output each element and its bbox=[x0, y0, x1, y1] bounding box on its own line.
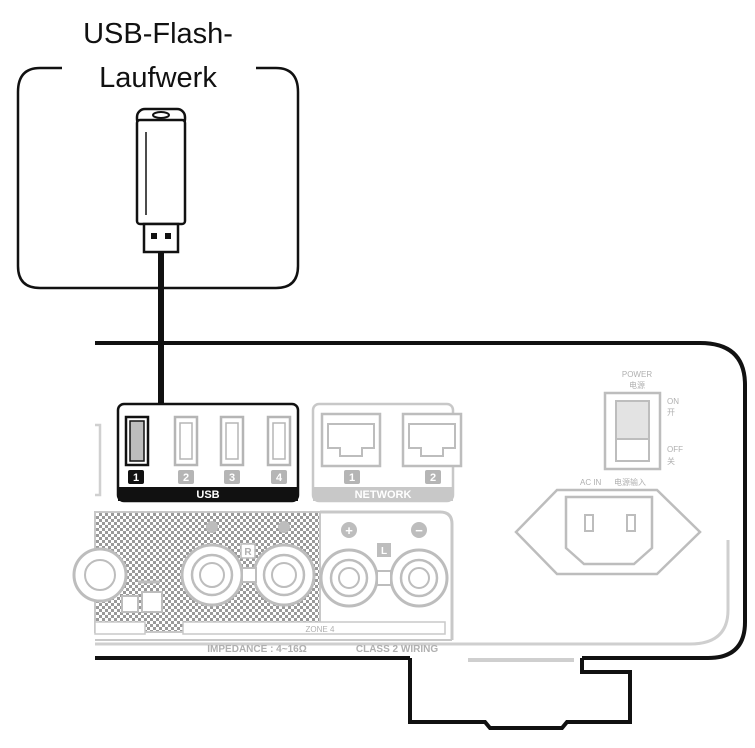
ac-power-socket[interactable] bbox=[564, 495, 654, 566]
usb-port-3-number: 3 bbox=[229, 472, 235, 484]
usb-panel: USB 1 2 3 4 bbox=[116, 402, 300, 503]
device-rear-panel bbox=[95, 341, 747, 730]
network-panel-label: NETWORK bbox=[355, 489, 412, 501]
power-switch-area: POWER 电源 ON 开 OFF 关 bbox=[603, 370, 683, 471]
impedance-label: IMPEDANCE : 4~16Ω bbox=[207, 644, 306, 655]
power-toggle-switch[interactable] bbox=[603, 391, 662, 471]
power-on-label-cn: 开 bbox=[667, 408, 675, 417]
speaker-terminal-l-minus[interactable] bbox=[389, 548, 449, 608]
power-off-label: OFF bbox=[667, 445, 683, 454]
plus-symbol: + bbox=[345, 523, 353, 538]
l-plus-indicator bbox=[341, 522, 357, 538]
r-plus-indicator bbox=[206, 521, 218, 533]
speaker-terminal-r-plus[interactable] bbox=[180, 543, 244, 607]
r-minus-indicator bbox=[278, 521, 290, 533]
speaker-terminals: ZONE 4 IMPEDANCE : 4~16Ω CLASS 2 WIRING … bbox=[72, 510, 454, 655]
usb-panel-label: USB bbox=[196, 489, 219, 501]
ac-in-label-cn: 电源输入 bbox=[614, 477, 646, 487]
network-port-1[interactable]: 1 bbox=[320, 412, 382, 484]
power-title: POWER bbox=[622, 370, 652, 379]
usb-port-1[interactable]: 1 bbox=[124, 415, 150, 484]
network-port-2-number: 2 bbox=[430, 472, 436, 484]
device-outline bbox=[95, 341, 747, 660]
power-on-label: ON bbox=[667, 397, 679, 406]
speaker-terminal-left-partial[interactable] bbox=[72, 547, 128, 603]
network-panel: NETWORK 1 2 bbox=[311, 402, 463, 503]
network-port-1-number: 1 bbox=[349, 472, 355, 484]
device-foot bbox=[408, 658, 632, 730]
ac-in-label: AC IN bbox=[580, 478, 602, 487]
wiring-label: CLASS 2 WIRING bbox=[356, 644, 438, 655]
right-channel-marker: R bbox=[244, 547, 252, 558]
usb-port-1-number: 1 bbox=[133, 472, 139, 484]
usb-port-2[interactable]: 2 bbox=[173, 415, 199, 484]
usb-port-2-number: 2 bbox=[183, 472, 189, 484]
usb-flash-drive-callout: USB-Flash- Laufwerk bbox=[16, 18, 300, 290]
speaker-terminal-r-minus[interactable] bbox=[252, 543, 316, 607]
usb-port-4[interactable]: 4 bbox=[266, 415, 292, 484]
minus-symbol: − bbox=[415, 523, 423, 538]
left-channel-marker: L bbox=[381, 546, 387, 557]
usb-port-4-number: 4 bbox=[276, 472, 283, 484]
network-port-2[interactable]: 2 bbox=[401, 412, 463, 484]
usb-port-3[interactable]: 3 bbox=[219, 415, 245, 484]
l-minus-indicator bbox=[411, 522, 427, 538]
callout-title-line2: Laufwerk bbox=[99, 62, 217, 94]
speaker-terminal-l-plus[interactable] bbox=[319, 548, 379, 608]
callout-title-line1: USB-Flash- bbox=[83, 18, 233, 50]
ac-inlet: AC IN 电源输入 bbox=[514, 477, 702, 576]
power-off-label-cn: 关 bbox=[667, 456, 675, 466]
usb-flash-drive-icon bbox=[135, 107, 187, 254]
zone-label: ZONE 4 bbox=[306, 625, 335, 634]
power-title-cn: 电源 bbox=[629, 380, 645, 390]
